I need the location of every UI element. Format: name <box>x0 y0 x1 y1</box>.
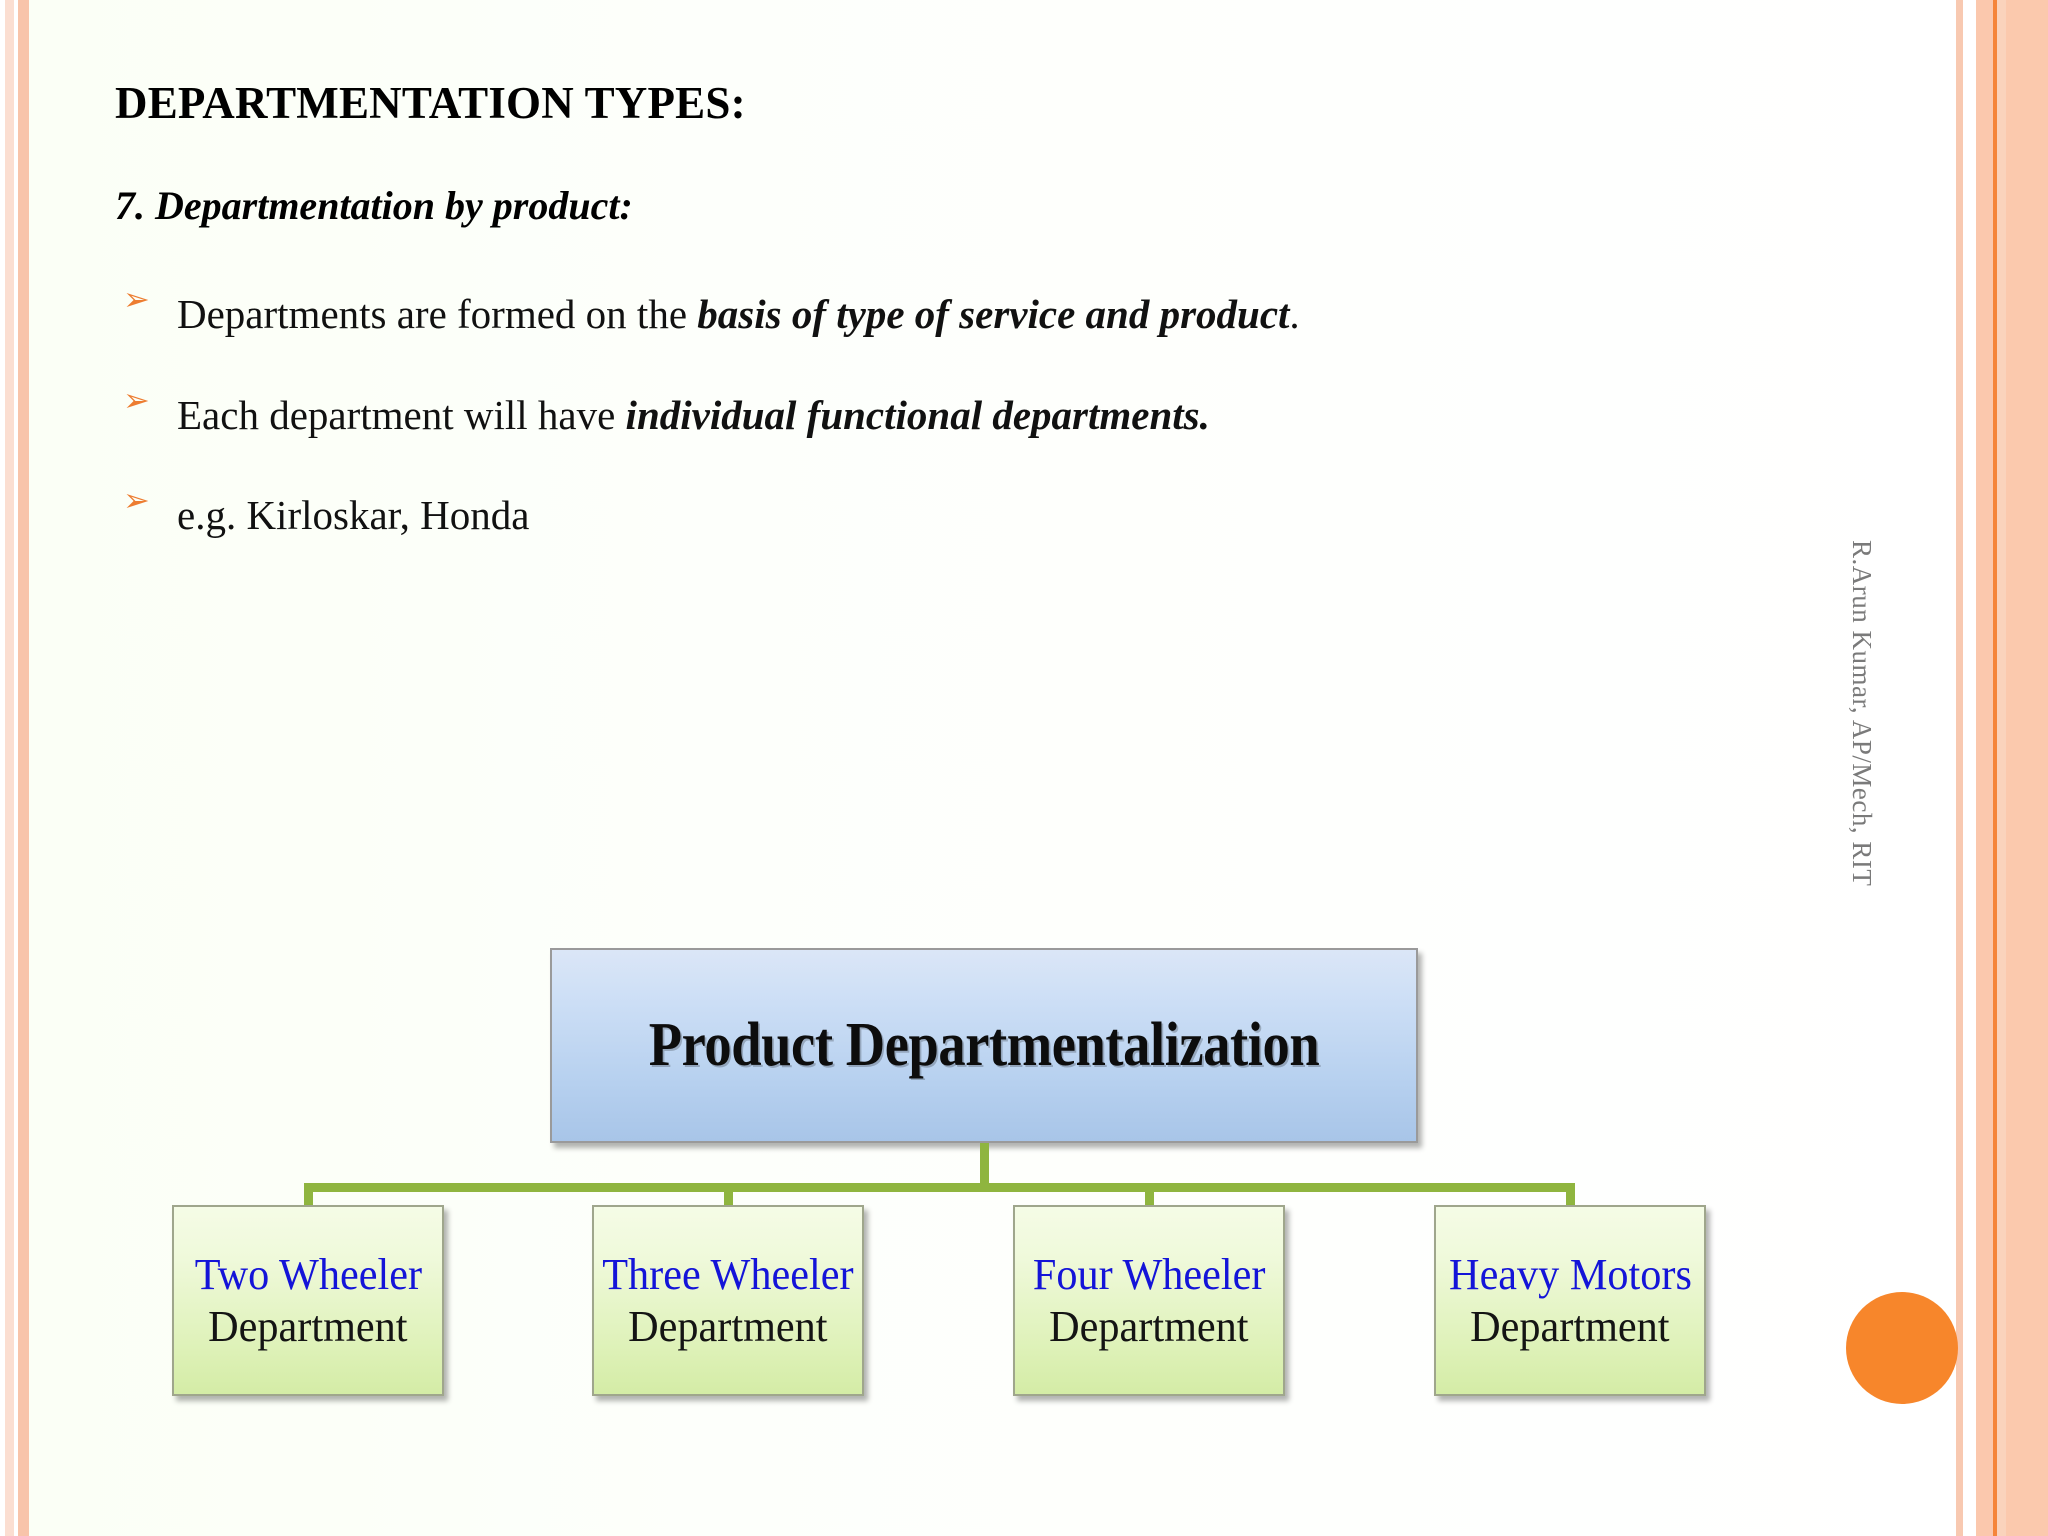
diagram-root-label: Product Departmentalization <box>648 1011 1320 1079</box>
child-node-subtitle: Department <box>1470 1301 1670 1351</box>
child-node-subtitle: Department <box>628 1301 828 1351</box>
diagram-child-node-four-wheeler: Four Wheeler Department <box>1013 1205 1285 1396</box>
connector-drop-2 <box>724 1183 733 1210</box>
connector-drop-1 <box>304 1183 313 1210</box>
bullet-item-3: ➢ e.g. Kirloskar, Honda <box>115 480 1515 551</box>
bullet-text-3: e.g. Kirloskar, Honda <box>177 492 530 539</box>
diagram-child-node-two-wheeler: Two Wheeler Department <box>172 1205 444 1396</box>
child-node-subtitle: Department <box>208 1301 408 1351</box>
page-title: DEPARTMENTATION TYPES: <box>115 78 746 128</box>
child-node-title: Heavy Motors <box>1448 1249 1692 1299</box>
connector-drop-4 <box>1566 1183 1575 1210</box>
right-border-stripe-4 <box>1993 0 1997 1536</box>
left-border-stripe-3 <box>14 0 18 1536</box>
connector-horizontal-bus-right <box>1279 1183 1575 1192</box>
diagram-child-node-three-wheeler: Three Wheeler Department <box>592 1205 864 1396</box>
left-border-stripe-1 <box>0 0 5 1536</box>
orange-accent-circle <box>1846 1292 1958 1404</box>
left-border-stripe-4 <box>18 0 29 1536</box>
child-node-subtitle: Department <box>1049 1301 1249 1351</box>
bullet-text-1: Departments are formed on the basis of t… <box>177 291 1300 338</box>
right-border-stripe-5 <box>1997 0 2006 1536</box>
diagram-root-node: Product Departmentalization <box>550 948 1418 1143</box>
author-credit: R.Arun Kumar, AP/Mech, RIT <box>1847 540 1911 886</box>
child-node-title: Four Wheeler <box>1032 1249 1266 1299</box>
connector-root-drop <box>980 1143 989 1188</box>
left-border-stripe-2 <box>5 0 14 1536</box>
slide-text-column: DEPARTMENTATION TYPES: 7. Departmentatio… <box>115 78 1515 581</box>
arrow-bullet-icon: ➢ <box>123 482 150 519</box>
connector-horizontal-bus <box>308 1183 1283 1192</box>
arrow-bullet-icon: ➢ <box>123 281 150 318</box>
bullet-text-2: Each department will have individual fun… <box>177 391 1210 438</box>
arrow-bullet-icon: ➢ <box>123 381 150 418</box>
bullet-item-1: ➢ Departments are formed on the basis of… <box>115 279 1515 350</box>
subheading: 7. Departmentation by product: <box>115 183 633 229</box>
right-border-stripe-1 <box>1956 0 1963 1536</box>
right-border-stripe-3 <box>1976 0 1993 1536</box>
connector-drop-3 <box>1145 1183 1154 1210</box>
product-departmentalization-diagram: Product Departmentalization Two Wheeler … <box>0 930 1930 1460</box>
right-border-stripe-6 <box>2006 0 2048 1536</box>
bullet-item-2: ➢ Each department will have individual f… <box>115 380 1515 451</box>
child-node-title: Two Wheeler <box>194 1249 422 1299</box>
child-node-title: Three Wheeler <box>602 1249 854 1299</box>
right-border-stripe-2 <box>1963 0 1976 1536</box>
diagram-child-node-heavy-motors: Heavy Motors Department <box>1434 1205 1706 1396</box>
author-credit-label: R.Arun Kumar, AP/Mech, RIT <box>1846 540 1877 886</box>
